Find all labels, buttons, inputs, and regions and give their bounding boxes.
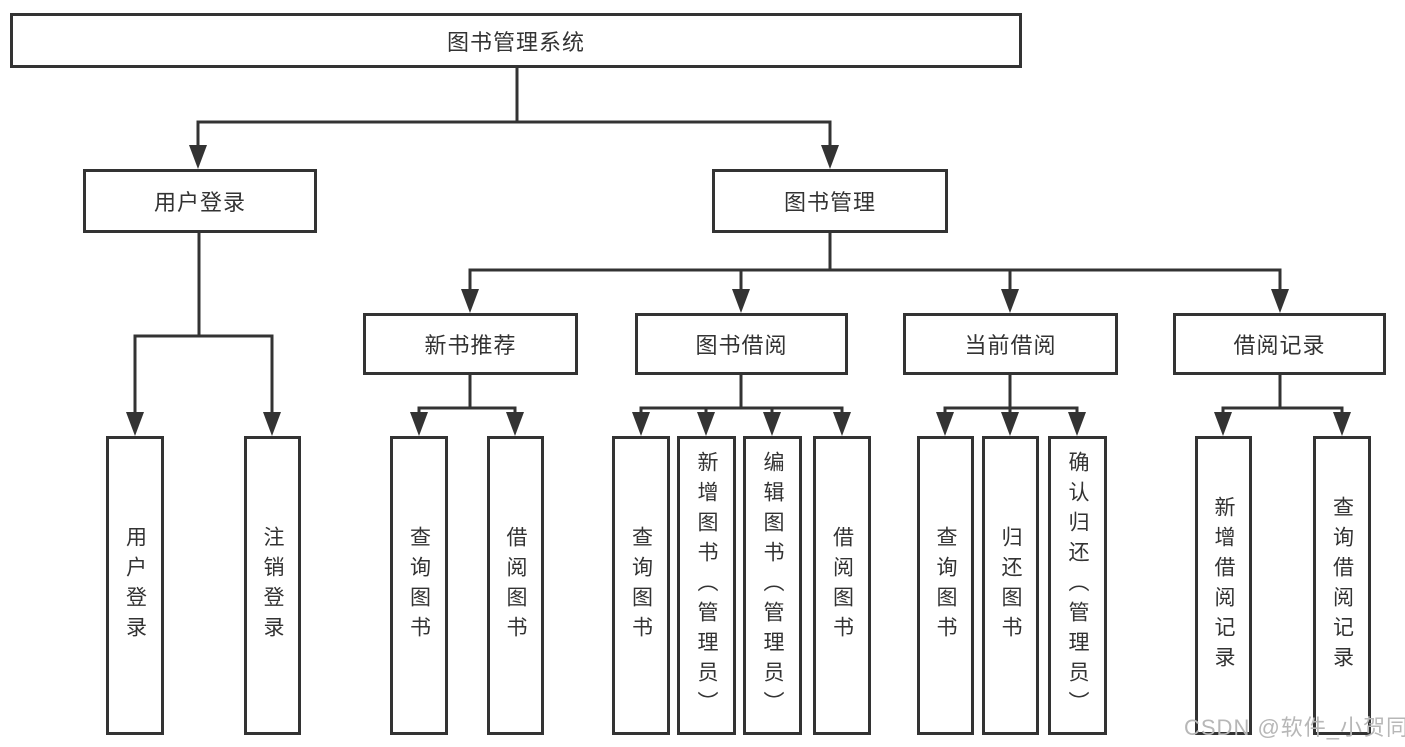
- node-book-borrow-label: 图书借阅: [695, 333, 788, 358]
- node-current-borrow: 当前借阅: [903, 313, 1118, 375]
- leaf-confirm-return-admin-label: 确认归还（管理员）: [1066, 450, 1089, 721]
- leaf-borrow-books-1: 借阅图书: [487, 436, 544, 735]
- node-borrow-records: 借阅记录: [1173, 313, 1386, 375]
- node-root-label: 图书管理系统: [446, 29, 585, 55]
- csdn-watermark: CSDN @软件_小贺同学: [1184, 715, 1405, 740]
- node-new-book-recommend-label: 新书推荐: [424, 333, 517, 358]
- leaf-add-books-admin-label: 新增图书（管理员）: [695, 450, 718, 721]
- leaf-borrow-books-2-label: 借阅图书: [830, 525, 854, 646]
- node-book-management: 图书管理: [712, 169, 948, 233]
- leaf-add-borrow-record: 新增借阅记录: [1195, 436, 1252, 735]
- leaf-add-books-admin: 新增图书（管理员）: [677, 436, 736, 735]
- node-user-login-label: 用户登录: [153, 190, 246, 215]
- leaf-query-books-2: 查询图书: [612, 436, 670, 735]
- leaf-logout-label: 注销登录: [261, 525, 284, 646]
- node-borrow-records-label: 借阅记录: [1233, 333, 1326, 358]
- node-new-book-recommend: 新书推荐: [363, 313, 578, 375]
- leaf-confirm-return-admin: 确认归还（管理员）: [1048, 436, 1107, 735]
- leaf-return-books: 归还图书: [982, 436, 1039, 735]
- node-book-management-label: 图书管理: [783, 190, 876, 215]
- leaf-borrow-books-1-label: 借阅图书: [504, 525, 527, 646]
- leaf-add-borrow-record-label: 新增借阅记录: [1212, 495, 1235, 676]
- leaf-query-books-1-label: 查询图书: [407, 525, 431, 646]
- leaf-query-borrow-record: 查询借阅记录: [1313, 436, 1371, 735]
- leaf-edit-books-admin: 编辑图书（管理员）: [743, 436, 802, 735]
- leaf-query-borrow-record-label: 查询借阅记录: [1330, 495, 1354, 676]
- node-current-borrow-label: 当前借阅: [964, 333, 1057, 358]
- leaf-query-books-2-label: 查询图书: [629, 525, 653, 646]
- leaf-query-books-3: 查询图书: [917, 436, 974, 735]
- leaf-borrow-books-2: 借阅图书: [813, 436, 871, 735]
- leaf-return-books-label: 归还图书: [999, 525, 1022, 646]
- leaf-user-login: 用户登录: [106, 436, 164, 735]
- leaf-user-login-label: 用户登录: [123, 525, 147, 646]
- leaf-edit-books-admin-label: 编辑图书（管理员）: [761, 450, 784, 721]
- leaf-query-books-3-label: 查询图书: [934, 525, 957, 646]
- leaf-query-books-1: 查询图书: [390, 436, 448, 735]
- node-book-borrow: 图书借阅: [635, 313, 848, 375]
- node-user-login: 用户登录: [83, 169, 317, 233]
- node-root: 图书管理系统: [10, 13, 1022, 68]
- leaf-logout: 注销登录: [244, 436, 301, 735]
